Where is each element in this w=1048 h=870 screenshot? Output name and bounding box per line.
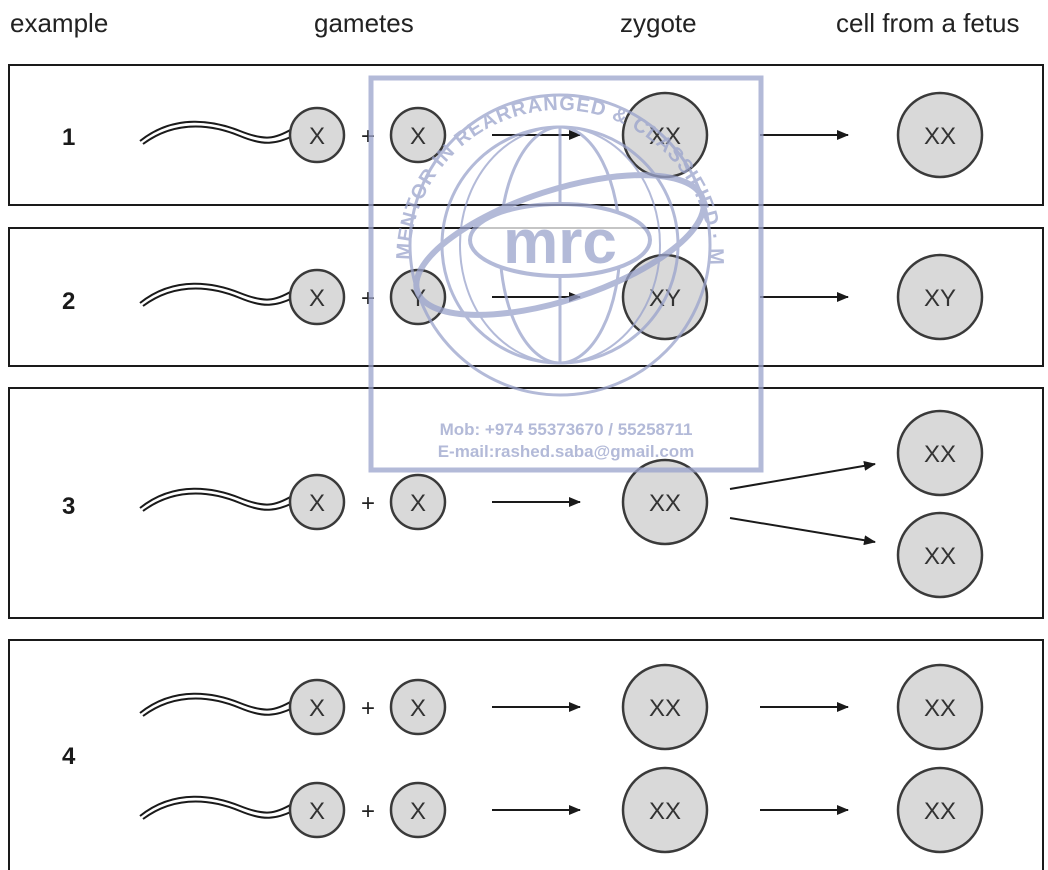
row4-pair1-fetus-cell-label: XX bbox=[924, 695, 956, 722]
row1-fetus-cell-label: XX bbox=[924, 123, 956, 150]
row2-fetus-cell bbox=[896, 253, 984, 341]
watermark-frame bbox=[368, 75, 764, 473]
example-number-2: 2 bbox=[62, 288, 75, 315]
watermark-mobile: Mob: +974 55373670 / 55258711 bbox=[440, 420, 693, 439]
watermark: mrc MENTOR IN REARRANGED & CLASSIFIED · … bbox=[0, 0, 764, 473]
row4-pair2-sperm-head-label: X bbox=[309, 798, 325, 825]
watermark-outer-ring bbox=[408, 93, 712, 397]
header-gametes: gametes bbox=[314, 8, 414, 38]
watermark-email: E-mail:rashed.saba@gmail.com bbox=[438, 442, 695, 461]
row4-pair2-zygote bbox=[621, 766, 709, 854]
row4-pair2-sperm-tail-upper bbox=[139, 795, 293, 817]
row3-sperm-head bbox=[288, 473, 346, 531]
row4-pair2-sperm-tail-lower bbox=[142, 800, 294, 820]
row3-arrow-fetus-lower bbox=[729, 517, 876, 546]
row3-zygote bbox=[621, 458, 709, 546]
row4-pair1-zygote-label: XX bbox=[649, 695, 681, 722]
row4-pair1-sperm-head bbox=[288, 678, 346, 736]
row3-sperm-head-label: X bbox=[309, 490, 325, 517]
row4-pair2-egg-label: X bbox=[410, 798, 426, 825]
row1-fetus-cell bbox=[896, 91, 984, 179]
row4-pair1-plus: + bbox=[361, 695, 375, 722]
row2-sperm-head bbox=[288, 268, 346, 326]
row3-egg bbox=[389, 473, 447, 531]
example-number-1: 1 bbox=[62, 124, 75, 151]
row1-sperm-tail-lower bbox=[142, 125, 294, 145]
row4-pair2-plus: + bbox=[361, 798, 375, 825]
example-number-3: 3 bbox=[62, 493, 75, 520]
row1-egg-label: X bbox=[410, 123, 426, 150]
row4-pair2-fetus-cell bbox=[896, 766, 984, 854]
header-example: example bbox=[10, 8, 109, 38]
header-fetus: cell from a fetus bbox=[836, 8, 1020, 38]
row2-fetus-cell-label: XY bbox=[924, 285, 956, 312]
row1-sperm-tail-upper bbox=[139, 120, 293, 142]
row4-pair2-sperm-head bbox=[288, 781, 346, 839]
row3-egg-label: X bbox=[410, 490, 426, 517]
row4-pair2-zygote-label: XX bbox=[649, 798, 681, 825]
row2-sperm-head-label: X bbox=[309, 285, 325, 312]
row1-sperm-head bbox=[288, 106, 346, 164]
row4-pair1-sperm-tail-lower bbox=[142, 697, 294, 717]
row3-fetus-cell-lower bbox=[896, 511, 984, 599]
row3-fetus-cell-lower-label: XX bbox=[924, 543, 956, 570]
row3-sperm-tail-lower bbox=[142, 492, 294, 512]
row3-arrow-fetus-upper bbox=[729, 460, 876, 490]
example-box-3 bbox=[8, 387, 1044, 619]
watermark-logo-text: mrc bbox=[503, 208, 617, 277]
row1-egg bbox=[389, 106, 447, 164]
row4-pair1-egg-label: X bbox=[410, 695, 426, 722]
row4-pair2-fetus-cell-label: XX bbox=[924, 798, 956, 825]
example-box-4 bbox=[8, 639, 1044, 870]
row4-pair1-zygote bbox=[621, 663, 709, 751]
row4-pair1-egg bbox=[389, 678, 447, 736]
row2-sperm-tail-lower bbox=[142, 287, 294, 307]
row3-fetus-cell-upper bbox=[896, 409, 984, 497]
row2-sperm-tail-upper bbox=[139, 282, 293, 304]
row3-plus: + bbox=[361, 490, 375, 517]
row3-fetus-cell-upper-label: XX bbox=[924, 441, 956, 468]
header-zygote: zygote bbox=[620, 8, 697, 38]
row1-sperm-head-label: X bbox=[309, 123, 325, 150]
row4-pair1-fetus-cell bbox=[896, 663, 984, 751]
row3-zygote-label: XX bbox=[649, 490, 681, 517]
watermark-logo-oval bbox=[468, 202, 652, 278]
example-number-4: 4 bbox=[62, 743, 76, 770]
watermark-globe-band bbox=[413, 172, 707, 318]
row4-pair2-egg bbox=[389, 781, 447, 839]
row3-sperm-tail-upper bbox=[139, 487, 293, 509]
row4-pair1-sperm-head-label: X bbox=[309, 695, 325, 722]
row4-pair1-sperm-tail-upper bbox=[139, 692, 293, 714]
